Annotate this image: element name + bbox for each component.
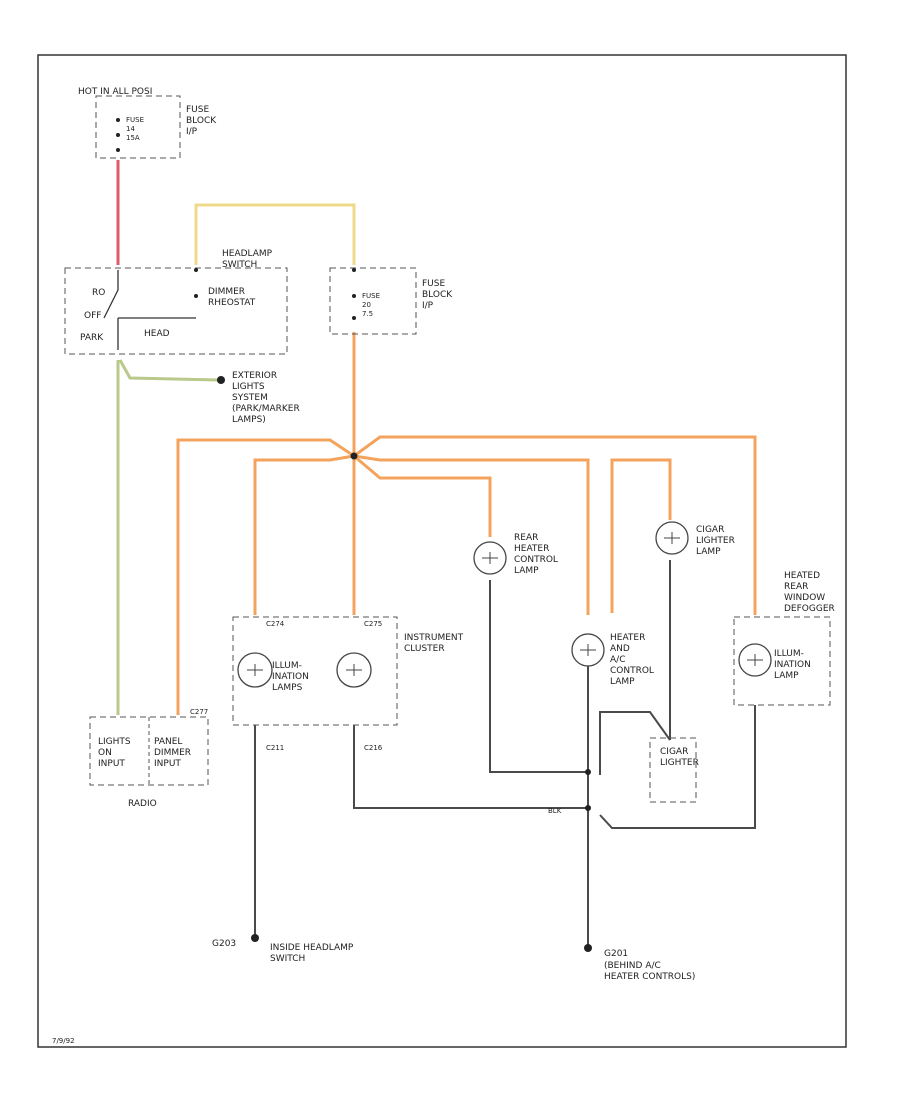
- illum-lamp-mid-icon: [336, 652, 372, 688]
- cigar-lighter-lamp-icon: [655, 521, 689, 555]
- headlamp-switch-box: [64, 267, 288, 355]
- c216-label: C216: [364, 744, 383, 752]
- illum-lamp-right-icon: [738, 643, 772, 677]
- wire-orange-heater: [353, 454, 590, 615]
- headlamp-switch-blade: [103, 270, 196, 350]
- g201-label: G201: [604, 949, 628, 959]
- fuse-block-top-box: [95, 95, 181, 159]
- wire-orange-heated: [353, 435, 757, 615]
- park-label: PARK: [80, 333, 104, 343]
- wire-green-exterior: [118, 359, 219, 382]
- hot-in-all-label: HOT IN ALL POSI: [78, 87, 152, 97]
- off-label: OFF: [84, 311, 101, 321]
- fuse-block-right-box: [329, 267, 417, 335]
- ro-label: RO: [92, 288, 105, 298]
- c275-label: C275: [364, 620, 382, 628]
- wire-black-cigar: [599, 711, 671, 775]
- blk-label: BLK: [548, 807, 562, 815]
- illum-lamp-left-icon: [237, 652, 273, 688]
- instrument-cluster-box: [232, 616, 398, 726]
- footer-label: 7/9/92: [52, 1037, 75, 1045]
- wire-orange-radio: [176, 438, 355, 715]
- heated-defogger-box: [733, 616, 831, 706]
- wire-black-rear: [489, 580, 588, 773]
- rear-heater-lamp-icon: [473, 541, 507, 575]
- c274-label: C274: [266, 620, 285, 628]
- ground-g203-icon: [251, 934, 259, 942]
- radio-box: [89, 716, 209, 786]
- g203-label: G203: [212, 939, 236, 949]
- c211-label: C211: [266, 744, 284, 752]
- wire-orange-cigar: [610, 458, 672, 613]
- heater-ac-lamp-icon: [571, 633, 605, 667]
- junction-dot: [585, 769, 591, 775]
- wire-yellow: [194, 203, 356, 265]
- junction-dot: [585, 805, 591, 811]
- wire-orange-rear: [353, 454, 492, 537]
- wire-black-heated: [599, 705, 756, 829]
- ground-g201-icon: [584, 944, 592, 952]
- c277-label: C277: [190, 708, 208, 716]
- junction-dot: [350, 452, 358, 460]
- head-label: HEAD: [144, 329, 170, 339]
- radio-label: RADIO: [128, 799, 157, 809]
- exterior-terminal-icon: [217, 376, 225, 384]
- diagram-frame: [37, 54, 847, 1048]
- cigar-lighter-box: [649, 737, 697, 803]
- wire-black-c216: [353, 725, 588, 809]
- wire-orange-illum-left: [253, 454, 355, 615]
